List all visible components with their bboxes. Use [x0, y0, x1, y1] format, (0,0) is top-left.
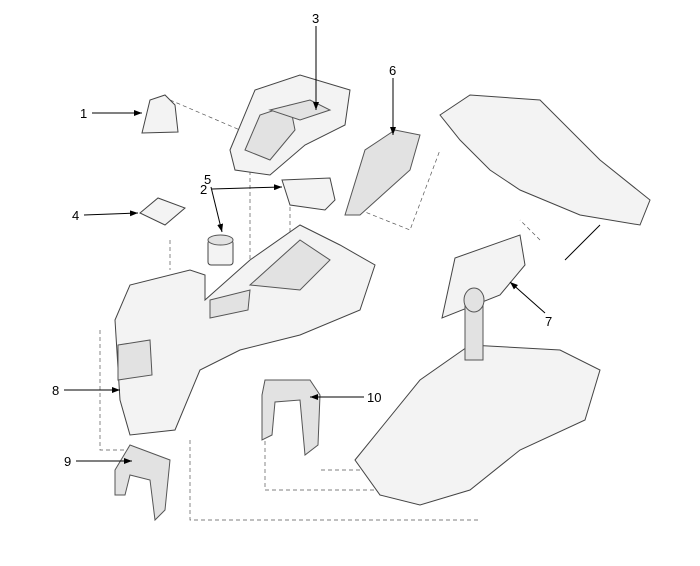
- callout-8: 8: [52, 383, 59, 398]
- callout-7: 7: [545, 314, 552, 329]
- part-3-upper-console-panel: [229, 74, 351, 176]
- part-2-storage-tray: [281, 177, 336, 211]
- callout-5: 5: [204, 172, 211, 187]
- callout-9: 9: [64, 454, 71, 469]
- part-5-cup-holder: [207, 234, 234, 266]
- part-4-mat: [139, 197, 186, 226]
- callout-3: 3: [312, 11, 319, 26]
- callout-1: 1: [80, 106, 87, 121]
- rod: [564, 224, 601, 261]
- assembly-guide-lines: [99, 99, 541, 521]
- part-6-grille-cover: [344, 129, 421, 216]
- main-console-body: [114, 224, 376, 436]
- part-9-rear-bracket: [114, 444, 171, 522]
- part-10-front-bracket: [261, 379, 321, 456]
- callout-4: 4: [72, 208, 79, 223]
- shifter-assembly: [354, 287, 601, 506]
- callout-6: 6: [389, 63, 396, 78]
- callout-2: 2: [200, 182, 207, 197]
- callout-10: 10: [367, 390, 381, 405]
- callout-leaders: [64, 26, 546, 464]
- part-7-side-cover: [441, 234, 526, 319]
- part-1-shift-boot: [141, 94, 179, 134]
- upper-right-module: [439, 94, 651, 226]
